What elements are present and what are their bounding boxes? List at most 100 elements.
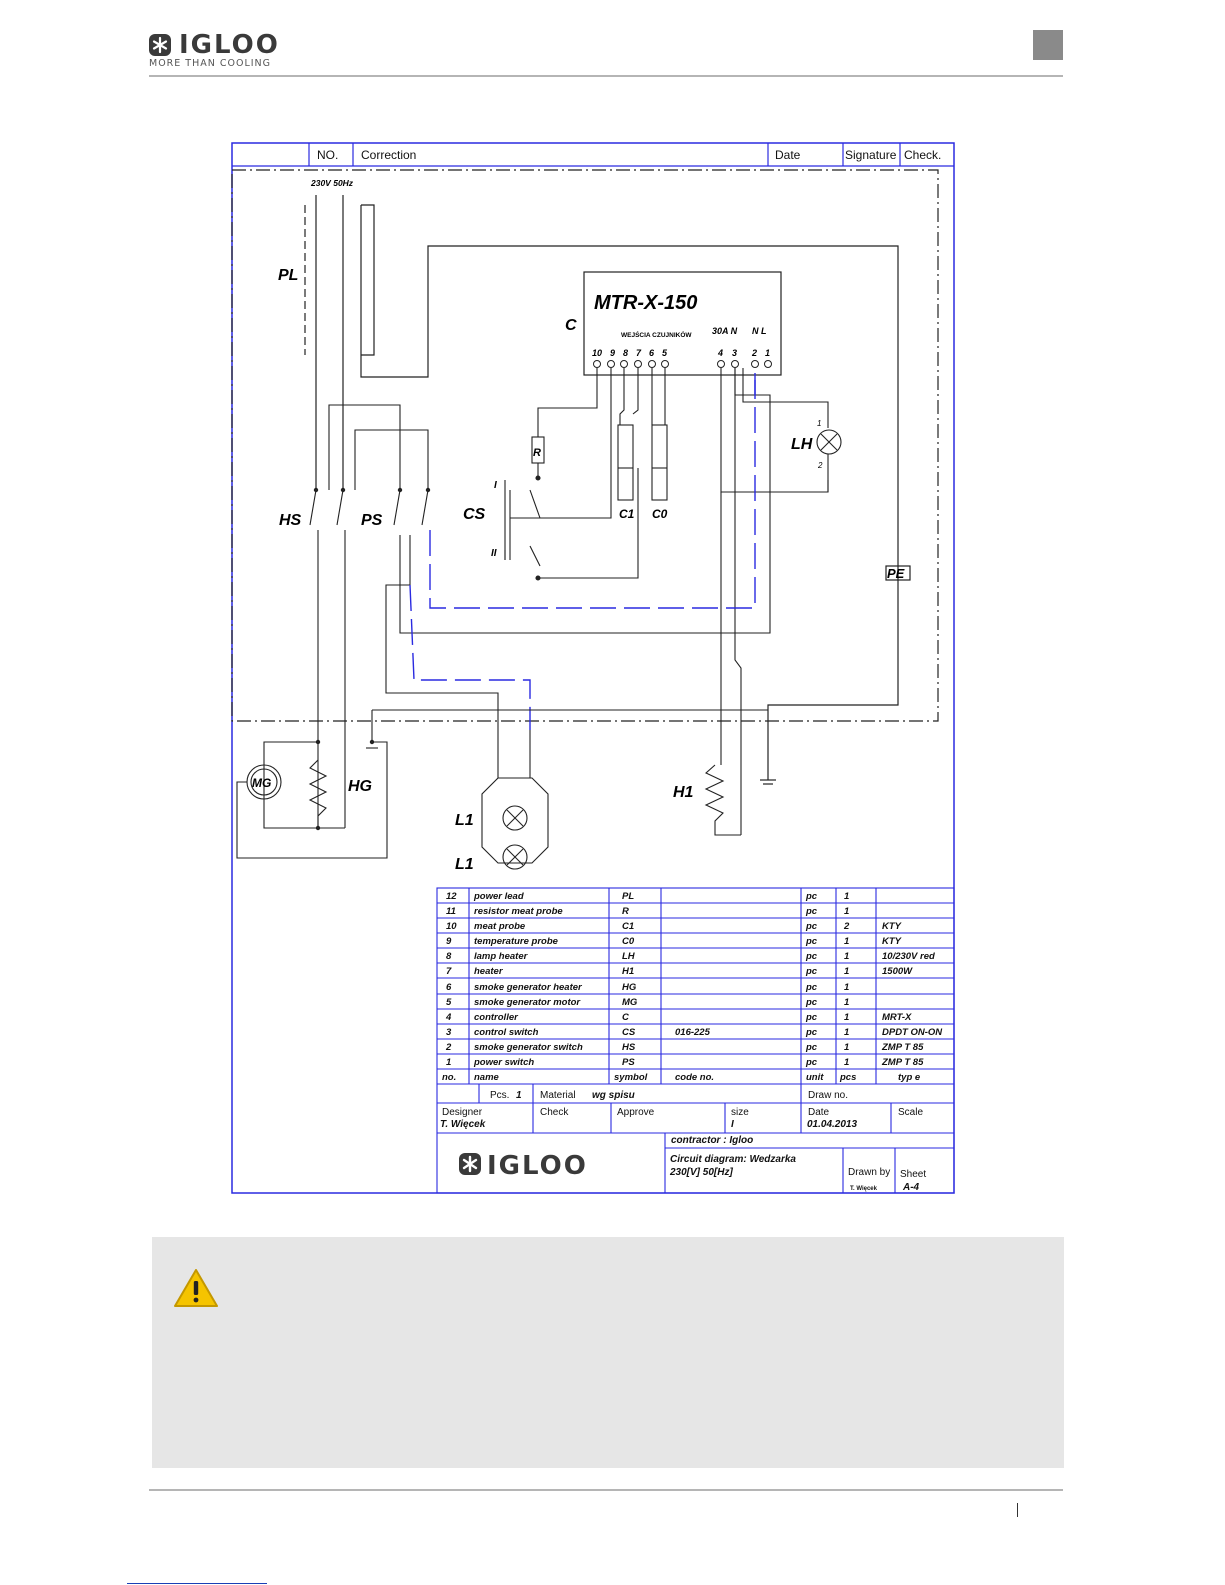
label-c0: C0 — [652, 507, 668, 521]
svg-text:10/230V red: 10/230V red — [882, 951, 935, 962]
svg-text:pc: pc — [805, 951, 818, 962]
svg-text:1: 1 — [844, 997, 849, 1008]
control-switch — [504, 475, 541, 581]
supply-label: 230V 50Hz — [310, 178, 354, 188]
label-lh-pin-1: 1 — [817, 419, 821, 428]
svg-text:8: 8 — [446, 951, 452, 962]
svg-text:11: 11 — [446, 906, 456, 917]
svg-text:typ e: typ e — [898, 1072, 921, 1083]
svg-text:meat probe: meat probe — [474, 921, 526, 932]
approve-label: Approve — [617, 1107, 655, 1118]
svg-text:pc: pc — [805, 936, 818, 947]
svg-text:1: 1 — [446, 1057, 451, 1068]
check-label: Check — [540, 1107, 569, 1118]
terminal-number: 5 — [662, 348, 668, 358]
svg-text:1: 1 — [844, 906, 849, 917]
controller-inputs-label: WEJŚCIA CZUJNIKÓW — [621, 330, 692, 339]
lamp-heater — [742, 368, 842, 492]
label-lh: LH — [791, 436, 813, 453]
power-lead-wires — [304, 195, 375, 490]
svg-text:pc: pc — [805, 906, 818, 917]
svg-text:lamp heater: lamp heater — [474, 951, 529, 962]
terminal-number: 4 — [717, 348, 723, 358]
svg-text:code no.: code no. — [675, 1072, 714, 1083]
svg-text:PL: PL — [622, 891, 634, 902]
label-c1: C1 — [619, 507, 635, 521]
terminal-number: 10 — [592, 348, 602, 358]
igloo-logo: IGLOO MORE THAN COOLING — [149, 30, 309, 74]
circuit-diagram: NO. Correction Date Signature Check. 230… — [231, 142, 955, 1194]
svg-text:KTY: KTY — [882, 936, 903, 947]
label-cs-pos-1: I — [494, 480, 497, 491]
svg-text:9: 9 — [446, 936, 452, 947]
svg-text:smoke generator motor: smoke generator motor — [474, 997, 581, 1008]
footer-link-underline — [127, 1583, 267, 1584]
controller-terminals — [593, 360, 772, 368]
title-block: Pcs. 1 Material wg spisu Draw no. Design… — [440, 1090, 926, 1193]
footer-page-separator — [1017, 1503, 1018, 1517]
svg-text:C1: C1 — [622, 921, 634, 932]
label-r: R — [533, 447, 541, 459]
rev-check-header: Check. — [904, 148, 941, 162]
svg-text:KTY: KTY — [882, 921, 903, 932]
svg-text:1: 1 — [844, 951, 849, 962]
header-divider — [149, 75, 1063, 77]
title-line-1: Circuit diagram: Wedzarka — [670, 1154, 796, 1165]
rev-signature-header: Signature — [845, 148, 897, 162]
drawn-by-value: T. Więcek — [850, 1186, 878, 1192]
svg-text:MRT-X: MRT-X — [882, 1012, 912, 1023]
brand-name: IGLOO — [179, 30, 280, 60]
blue-neutral-wiring — [409, 368, 756, 730]
warning-icon — [174, 1269, 218, 1307]
snowflake-icon — [462, 1155, 478, 1173]
label-hs: HS — [279, 512, 302, 529]
svg-text:name: name — [474, 1072, 500, 1083]
svg-text:ZMP T 85: ZMP T 85 — [881, 1042, 924, 1053]
drawn-by-label: Drawn by — [848, 1167, 890, 1178]
snowflake-logo-icon — [149, 34, 171, 56]
pe-box — [885, 565, 911, 581]
date-label: Date — [808, 1107, 830, 1118]
size-label: size — [731, 1107, 749, 1118]
svg-text:C: C — [622, 1012, 629, 1023]
enclosure-boundary — [231, 169, 939, 722]
svg-text:1: 1 — [844, 982, 849, 993]
svg-text:6: 6 — [446, 982, 452, 993]
designer-value: T. Więcek — [440, 1119, 486, 1130]
material-value: wg spisu — [592, 1090, 635, 1101]
svg-text:12: 12 — [446, 891, 457, 902]
lamps-l1 — [481, 730, 549, 870]
sensor-wiring — [531, 368, 668, 579]
label-cs-pos-2: II — [491, 548, 497, 559]
svg-text:power switch: power switch — [473, 1057, 534, 1068]
svg-text:smoke generator switch: smoke generator switch — [474, 1042, 583, 1053]
terminal-number: 8 — [623, 348, 628, 358]
label-ps: PS — [361, 512, 383, 529]
svg-text:1500W: 1500W — [882, 966, 913, 977]
controller-supply-label: N L — [752, 326, 767, 336]
svg-text:pc: pc — [805, 966, 818, 977]
pcs-label: Pcs. — [490, 1090, 509, 1101]
footer-divider — [149, 1489, 1063, 1491]
sheet-value: A-4 — [902, 1182, 920, 1193]
svg-text:unit: unit — [806, 1072, 824, 1083]
svg-text:pc: pc — [805, 1012, 818, 1023]
svg-text:HS: HS — [622, 1042, 636, 1053]
title-line-2: 230[V] 50[Hz] — [669, 1167, 733, 1178]
svg-text:R: R — [622, 906, 629, 917]
svg-text:pc: pc — [805, 1027, 818, 1038]
sheet-label: Sheet — [900, 1169, 926, 1180]
svg-text:1: 1 — [844, 891, 849, 902]
controller-name: MTR-X-150 — [594, 292, 697, 314]
title-block-logo: IGLOO — [459, 1151, 586, 1181]
svg-text:power lead: power lead — [473, 891, 524, 902]
page-marker — [1033, 30, 1063, 60]
label-pl: PL — [278, 267, 298, 284]
svg-text:ZMP T 85: ZMP T 85 — [881, 1057, 924, 1068]
svg-text:LH: LH — [622, 951, 636, 962]
